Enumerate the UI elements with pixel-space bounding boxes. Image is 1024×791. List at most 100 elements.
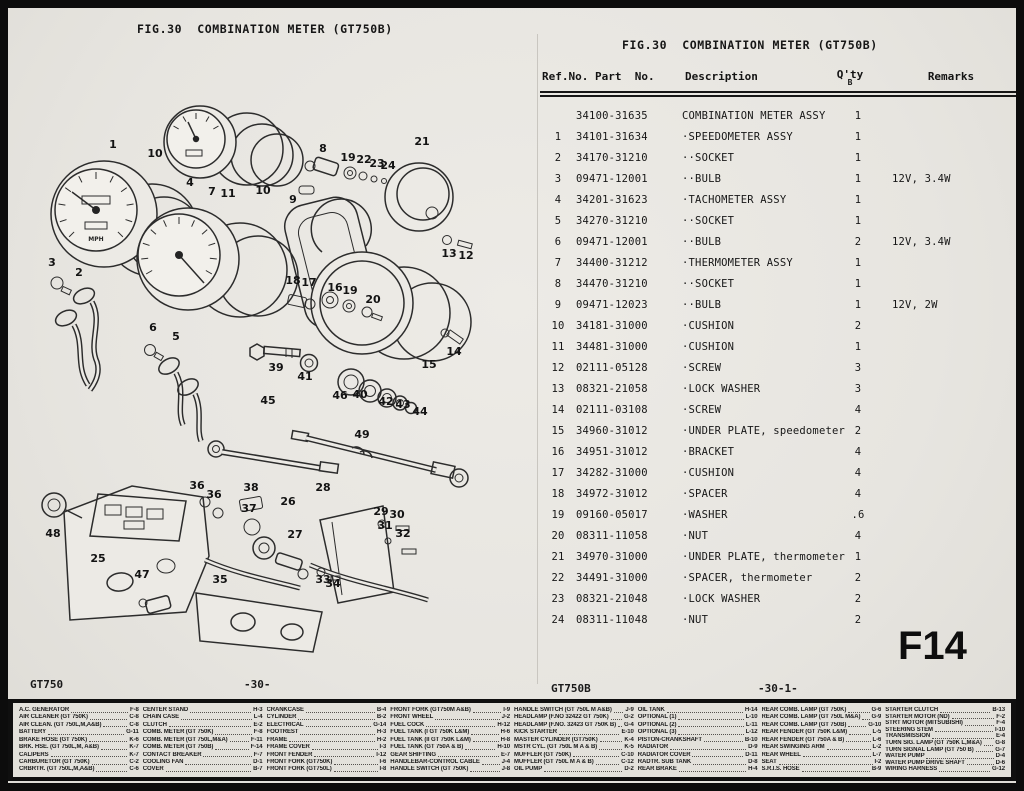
- bolt-and-washer: [249, 343, 319, 373]
- index-entry: FRONT FORK (GT750K)I-6: [267, 759, 387, 766]
- dot-leader: [966, 764, 994, 766]
- index-entry-label: REAR WHEEL: [761, 751, 801, 758]
- index-entry-page: F-11: [250, 736, 263, 743]
- callout-6: 6: [149, 321, 157, 334]
- cell-ref: 19: [551, 508, 565, 521]
- index-entry-page: J-2: [501, 714, 510, 721]
- index-entry: COMB. METER (GT 750B)F-14: [143, 744, 263, 751]
- cell-ref: 20: [551, 529, 565, 542]
- dot-leader: [703, 741, 743, 743]
- dot-leader: [932, 737, 994, 739]
- index-entry-page: F-14: [250, 744, 263, 751]
- index-entry-label: STARTER MOTOR (ND): [885, 713, 950, 720]
- dot-leader: [678, 733, 744, 735]
- callout-7: 7: [208, 185, 216, 198]
- index-entry-label: REAR FENDER (GT 750A & B): [761, 736, 845, 743]
- cell-ref: 8: [554, 277, 562, 290]
- cell-part: 34972-31012: [576, 487, 648, 500]
- index-entry-label: REAR BRAKE: [637, 766, 677, 773]
- callout-12: 12: [458, 249, 473, 262]
- socket-wires-mid: [144, 344, 204, 442]
- dot-leader: [96, 770, 128, 772]
- index-entry-label: CENTER STAND: [142, 707, 189, 713]
- header-qty: Q'ty: [836, 68, 864, 81]
- index-entry-page: D-11: [745, 751, 758, 758]
- index-entry-page: K-7: [129, 744, 139, 751]
- header-qty-sub: B: [847, 78, 853, 87]
- cell-desc: ··BULB: [682, 235, 722, 248]
- index-entry: OPTIONAL (1)L-10: [638, 714, 758, 721]
- index-entry-page: B-13: [992, 707, 1005, 713]
- dot-leader: [846, 741, 871, 743]
- index-entry: OPTIONAL (3)L-12: [638, 729, 758, 736]
- callout-39: 39: [268, 361, 283, 374]
- cell-qty: 1: [854, 130, 862, 143]
- cell-part: 08321-21048: [576, 592, 648, 605]
- index-entry-label: A.C. GENERATOR: [19, 707, 70, 713]
- index-entry-page: H-6: [500, 729, 510, 736]
- cell-part: 34400-31212: [576, 256, 648, 269]
- callout-9: 9: [289, 193, 297, 206]
- index-entry-page: F-8: [130, 707, 139, 713]
- dot-leader: [481, 763, 500, 765]
- index-entry-page: I-2: [874, 758, 882, 765]
- tachometer-gauge: [136, 207, 299, 318]
- index-entry-label: HEADLAMP (F.NO 32422 GT 750K): [514, 714, 609, 721]
- coupler-stack: [337, 328, 464, 415]
- index-entry-page: L-4: [253, 714, 263, 721]
- dot-leader: [544, 770, 623, 772]
- index-entry-page: L-5: [872, 729, 882, 736]
- dot-leader: [964, 724, 995, 726]
- cell-desc: ·SPACER: [682, 487, 728, 500]
- index-entry-page: H-3: [253, 707, 263, 713]
- cell-qty: 1: [854, 277, 862, 290]
- index-entry-label: OIL PUMP: [514, 766, 543, 773]
- callout-4: 4: [186, 176, 194, 189]
- index-entry-page: K-7: [129, 751, 139, 758]
- cell-qty: 1: [854, 256, 862, 269]
- cell-part: 34960-31012: [576, 424, 648, 437]
- index-entry-label: RADIATOR COVER: [637, 751, 691, 758]
- dot-leader: [862, 719, 870, 721]
- dot-leader: [91, 763, 128, 765]
- dot-leader: [678, 726, 744, 728]
- dot-leader: [165, 770, 252, 772]
- dot-leader: [678, 770, 747, 772]
- cell-qty: 1: [854, 340, 862, 353]
- cell-qty: 2: [854, 571, 862, 584]
- dot-leader: [939, 770, 991, 772]
- index-entry: STRT MOTOR (MITSUBISHI)F-4: [885, 720, 1005, 727]
- cell-desc: ·SPACER, thermometer: [682, 571, 813, 584]
- callout-49: 49: [354, 428, 369, 441]
- cell-qty: 2: [854, 319, 862, 332]
- model-label-right: GT750B: [551, 682, 591, 695]
- under-plate: [195, 592, 323, 653]
- cell-qty: 4: [854, 487, 862, 500]
- cell-ref: 4: [554, 193, 562, 206]
- index-entry: RADIATOR COVER D-11: [638, 752, 758, 759]
- index-entry: REAR BRAKE H-4: [638, 766, 758, 773]
- cell-desc: ·UNDER PLATE, thermometer: [682, 550, 846, 563]
- index-entry-page: H-4: [748, 766, 758, 773]
- dot-leader: [71, 711, 129, 713]
- cell-ref: 9: [554, 298, 562, 311]
- index-entry-label: HANDLEBAR-CONTROL CABLE: [390, 758, 480, 765]
